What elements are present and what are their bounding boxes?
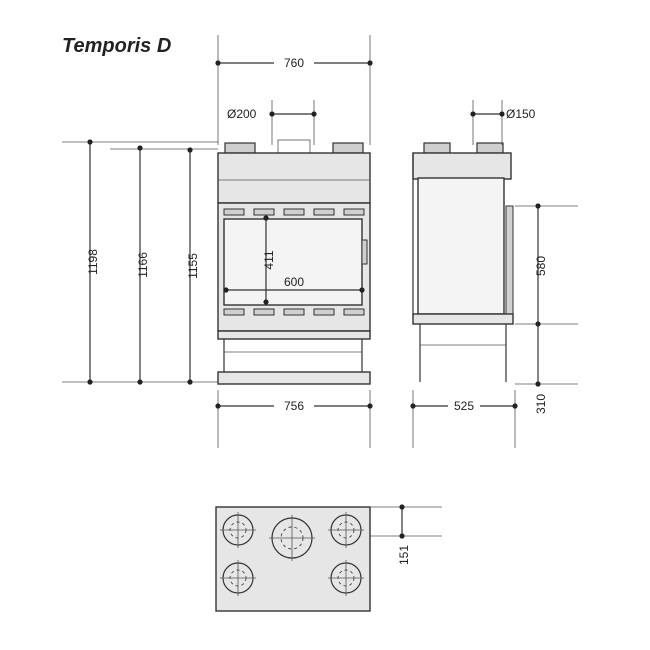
side-flue-collar-right (476, 142, 504, 154)
dim-group-heights: 1198 1166 1155 (62, 139, 218, 385)
dim-bottom-width: 756 (284, 399, 304, 413)
front-top-vent-3 (283, 208, 305, 216)
front-door-handle (361, 239, 368, 265)
dim-height-mid: 1166 (136, 252, 150, 278)
dim-group-plan-offset: 151 (370, 504, 442, 565)
side-stand-top (412, 313, 514, 325)
dim-plan-offset: 151 (397, 545, 411, 565)
drawing-title: Temporis D (62, 35, 171, 57)
front-bottom-vent-2 (253, 308, 275, 316)
front-glass-door (223, 218, 363, 306)
dim-height-body: 1155 (186, 253, 200, 279)
front-bottom-vent-5 (343, 308, 365, 316)
dim-glass-width: 600 (284, 275, 304, 289)
side-hood (412, 152, 512, 180)
front-base (217, 371, 371, 385)
front-hood (217, 152, 371, 204)
plan-flue-bottom-left (220, 560, 256, 596)
dim-side-upper: 580 (534, 256, 548, 276)
dim-group-top-width: 760 (215, 35, 373, 145)
dim-overall-width: 760 (284, 56, 304, 70)
front-bottom-vent-4 (313, 308, 335, 316)
front-top-vent-1 (223, 208, 245, 216)
side-body (417, 177, 505, 315)
plan-view (215, 506, 371, 612)
side-view (412, 142, 514, 382)
front-bottom-vent-1 (223, 308, 245, 316)
dim-group-bottom-width: 756 (215, 390, 373, 448)
plan-flue-top-left (220, 512, 256, 548)
dim-glass-height: 411 (262, 250, 276, 269)
plan-flue-top-center (269, 515, 315, 561)
front-stand-top (217, 330, 371, 340)
dim-flue-side: Ø150 (506, 107, 536, 121)
front-flue-collar-right (332, 142, 364, 154)
side-door-profile (505, 205, 514, 315)
plan-flue-top-right (328, 512, 364, 548)
dim-flue-front: Ø200 (227, 107, 257, 121)
dim-group-side-heights: 580 310 (515, 203, 578, 414)
front-flue-collar-left (224, 142, 256, 154)
dim-side-lower: 310 (534, 394, 548, 414)
front-top-vent-2 (253, 208, 275, 216)
front-bottom-vent-3 (283, 308, 305, 316)
side-flue-collar-left (423, 142, 451, 154)
front-top-vent-5 (343, 208, 365, 216)
dim-group-flue-side: Ø150 (470, 100, 536, 145)
dim-height-total: 1198 (86, 249, 100, 275)
plan-outline (215, 506, 371, 612)
dim-side-depth: 525 (454, 399, 474, 413)
dim-group-side-depth: 525 (410, 390, 518, 448)
plan-flue-bottom-right (328, 560, 364, 596)
front-top-vent-4 (313, 208, 335, 216)
front-view: 411 600 (217, 139, 371, 385)
dim-group-flue-front: Ø200 (227, 100, 317, 145)
